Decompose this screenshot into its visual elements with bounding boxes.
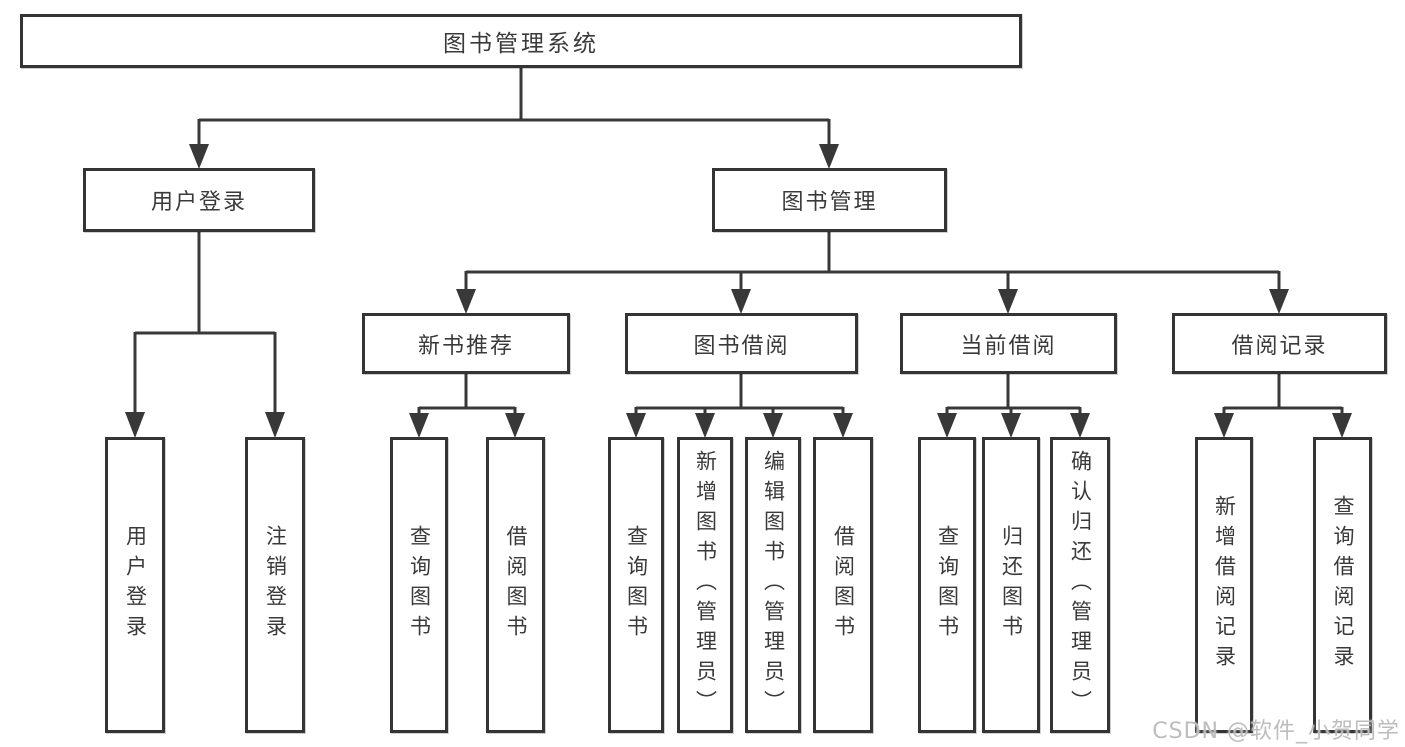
node-label: 借阅图书: [504, 525, 528, 645]
node-label: 查询图书: [624, 525, 649, 645]
leaf-logout: 注销登录: [245, 437, 305, 733]
leaf-add-borrow-record: 新增借阅记录: [1195, 437, 1253, 733]
leaf-return-book: 归还图书: [982, 437, 1040, 733]
node-label: 新增借阅记录: [1212, 495, 1237, 675]
node-label: 新书推荐: [417, 333, 514, 359]
node-label: 图书管理: [781, 190, 878, 215]
node-label: 图书管理系统: [443, 31, 599, 57]
node-book-management: 图书管理: [712, 168, 947, 232]
node-library-management-system: 图书管理系统: [20, 14, 1022, 68]
node-book-borrowing: 图书借阅: [625, 313, 858, 374]
node-label: 借阅记录: [1231, 333, 1328, 359]
leaf-user-login: 用户登录: [105, 437, 165, 733]
node-label: 用户登录: [150, 190, 247, 215]
leaf-borrow-books-recommend: 借阅图书: [486, 437, 545, 733]
node-label: 当前借阅: [960, 333, 1057, 359]
leaf-query-books-borrowing: 查询图书: [608, 437, 664, 733]
leaf-query-borrow-record: 查询借阅记录: [1313, 437, 1372, 733]
node-label: 查询图书: [935, 525, 960, 645]
leaf-confirm-return-admin: 确认归还（管理员）: [1050, 437, 1110, 733]
node-new-book-recommend: 新书推荐: [362, 313, 570, 374]
node-label: 编辑图书（管理员）: [761, 450, 786, 720]
node-label: 确认归还（管理员）: [1068, 450, 1093, 720]
node-label: 查询图书: [407, 525, 432, 645]
leaf-query-books-recommend: 查询图书: [390, 437, 448, 733]
leaf-edit-book-admin: 编辑图书（管理员）: [745, 437, 801, 733]
node-user-login: 用户登录: [83, 168, 315, 232]
leaf-query-books-current: 查询图书: [918, 437, 976, 733]
node-label: 用户登录: [123, 525, 148, 645]
node-label: 新增图书（管理员）: [693, 450, 718, 720]
node-label: 查询借阅记录: [1331, 495, 1355, 675]
node-label: 图书借阅: [693, 333, 790, 359]
leaf-add-book-admin: 新增图书（管理员）: [677, 437, 733, 733]
node-label: 归还图书: [999, 525, 1024, 645]
csdn-watermark: CSDN @软件_小贺同学: [1152, 719, 1400, 744]
node-label: 注销登录: [263, 525, 288, 645]
node-label: 借阅图书: [831, 525, 856, 645]
leaf-borrow-books-borrowing: 借阅图书: [813, 437, 873, 733]
node-current-borrowing: 当前借阅: [900, 313, 1117, 374]
node-borrowing-records: 借阅记录: [1172, 313, 1387, 374]
